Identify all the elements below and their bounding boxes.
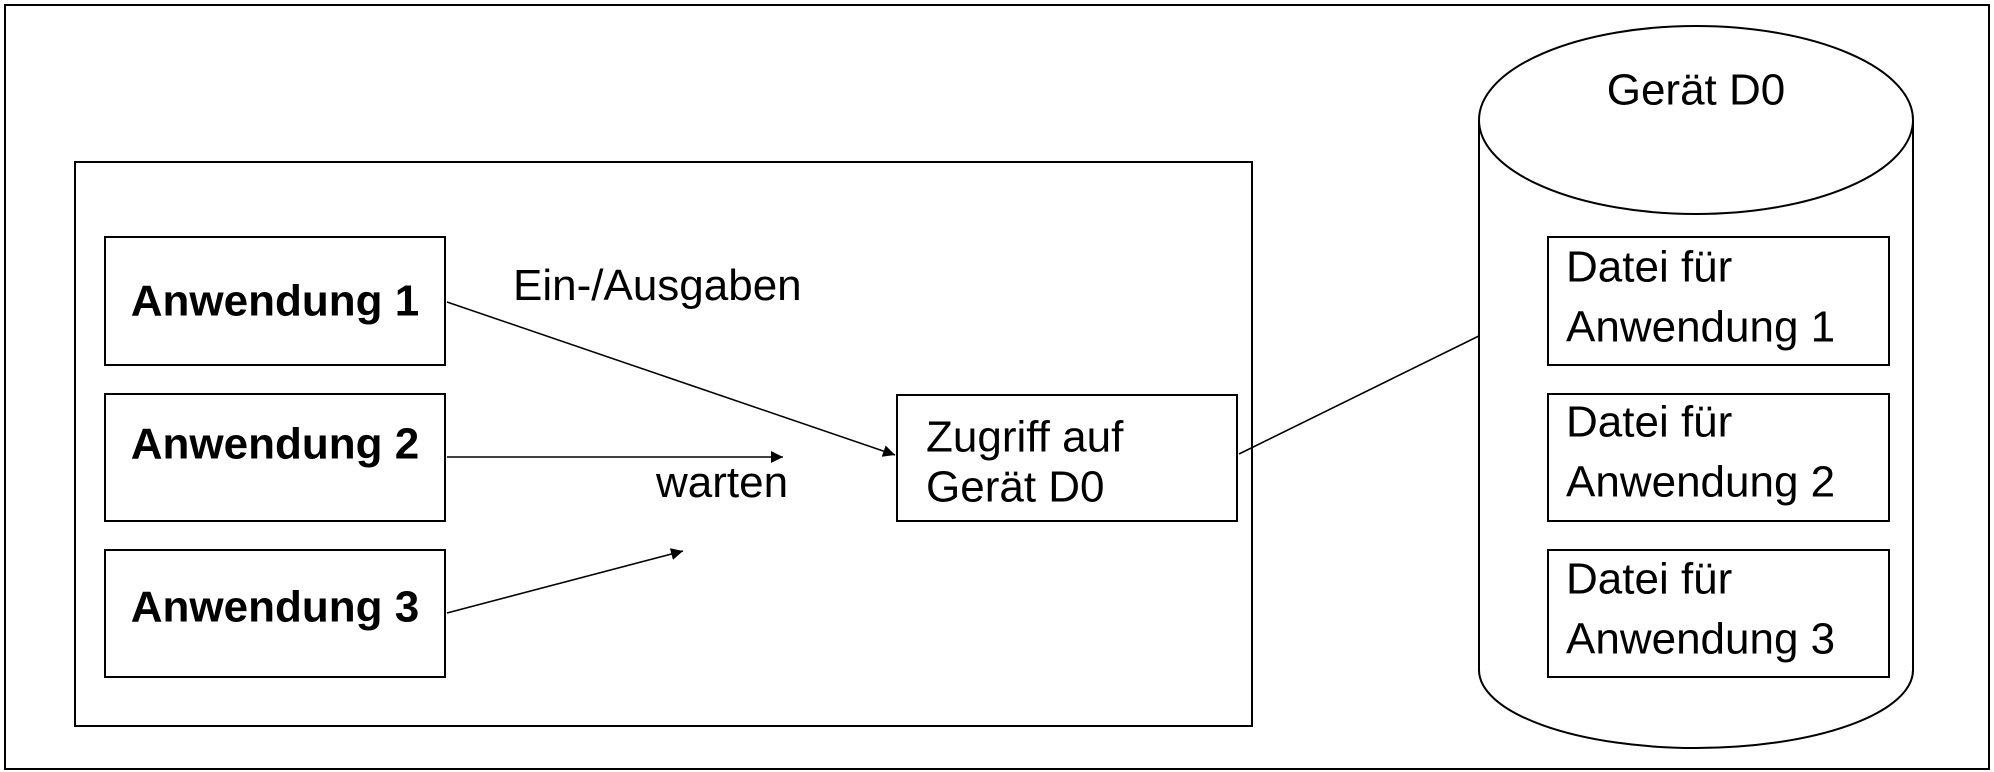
file-1-label-line1: Datei für	[1566, 243, 1732, 292]
application-2-rect	[104, 393, 446, 522]
file-box-3: Datei für Anwendung 3	[1547, 549, 1890, 678]
cylinder-top	[1478, 25, 1914, 215]
access-box: Zugriff auf Gerät D0	[896, 394, 1238, 522]
io-edge-label: Ein-/Ausgaben	[513, 261, 802, 310]
application-1-label: Anwendung 1	[131, 277, 419, 326]
application-3-label: Anwendung 3	[131, 583, 419, 632]
file-2-rect	[1547, 393, 1890, 522]
file-2-label-line1: Datei für	[1566, 398, 1732, 447]
file-3-label-line2: Anwendung 3	[1566, 615, 1835, 664]
arrow-app3-waiting	[446, 548, 684, 614]
file-1-label-line2: Anwendung 1	[1566, 303, 1835, 352]
application-3-rect	[104, 549, 446, 678]
wait-edge-label: warten	[655, 458, 788, 507]
access-label-line2: Gerät D0	[926, 463, 1105, 512]
file-2-label-line2: Anwendung 2	[1566, 458, 1835, 507]
application-box-2: Anwendung 2	[104, 393, 446, 522]
file-1-rect	[1547, 236, 1890, 366]
outer-frame	[4, 4, 1990, 770]
file-3-rect	[1547, 549, 1890, 678]
arrow-app1-to-access	[446, 301, 896, 457]
application-1-rect	[104, 236, 446, 366]
file-box-2: Datei für Anwendung 2	[1547, 393, 1890, 522]
application-box-3: Anwendung 3	[104, 549, 446, 678]
device-title: Gerät D0	[1607, 66, 1786, 115]
file-3-label-line1: Datei für	[1566, 555, 1732, 604]
application-2-label: Anwendung 2	[131, 420, 419, 469]
access-label-line1: Zugriff auf	[926, 413, 1124, 462]
access-rect	[896, 394, 1238, 522]
application-box-1: Anwendung 1	[104, 236, 446, 366]
file-box-1: Datei für Anwendung 1	[1547, 236, 1890, 366]
